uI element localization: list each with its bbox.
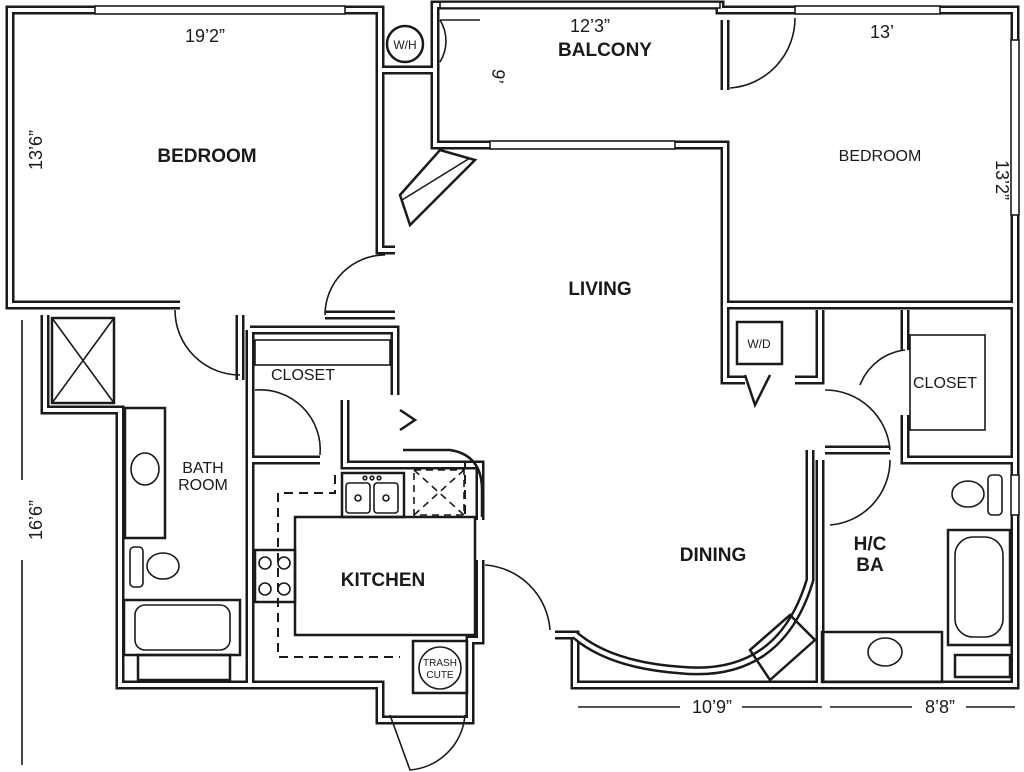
- room-label-kitchen: KITCHEN: [341, 570, 425, 591]
- kitchen-fixtures: [253, 448, 484, 695]
- closet-shelf-right: [909, 334, 986, 431]
- dim-bedroom-left-width: 19’2”: [185, 26, 225, 46]
- room-label-closet-left: CLOSET: [271, 367, 335, 384]
- bath-fixtures: [122, 406, 242, 682]
- windows: [94, 1, 1020, 516]
- water-heater-icon: [385, 24, 425, 64]
- room-label-hc-bath-line2: BA: [856, 555, 884, 576]
- room-label-bath-line1: BATH: [182, 460, 223, 477]
- washer-dryer-icon: [735, 320, 784, 366]
- water-heater-label: W/H: [393, 38, 416, 52]
- dim-bottom-bath: 8’8”: [925, 697, 955, 717]
- dim-bedroom-left-depth: 13’6”: [26, 130, 46, 170]
- doors: [174, 17, 906, 771]
- dimension-lines: [21, 320, 1015, 765]
- room-label-dining: DINING: [680, 545, 747, 566]
- room-label-bedroom-left: BEDROOM: [157, 146, 256, 167]
- trash-chute-label-line2: CUTE: [426, 670, 454, 681]
- room-label-hc-bath-line1: H/C: [854, 534, 887, 555]
- dim-balcony-depth: 9’: [487, 67, 509, 84]
- closet-shelf: [254, 339, 391, 366]
- trash-chute-label-line1: TRASH: [423, 658, 457, 669]
- angled-storage: [398, 148, 478, 228]
- room-label-bedroom-right: BEDROOM: [839, 148, 922, 165]
- walls: [10, 5, 1015, 720]
- dim-balcony-width: 12’3”: [570, 16, 610, 36]
- room-label-bath-line2: ROOM: [178, 477, 228, 494]
- dim-bedroom-right-width: 13’: [870, 22, 894, 42]
- dim-left-overall: 16’6”: [26, 500, 46, 540]
- dim-bottom-dining: 10’9”: [692, 697, 732, 717]
- hc-bath-fixtures: [820, 474, 1012, 684]
- washer-dryer-label: W/D: [747, 337, 771, 351]
- room-label-living: LIVING: [568, 279, 631, 300]
- linen-cabinet: [50, 316, 116, 405]
- angled-nook: [748, 613, 817, 682]
- dim-bedroom-right-depth: 13’2”: [992, 160, 1012, 200]
- room-label-closet-right: CLOSET: [913, 375, 977, 392]
- room-label-balcony: BALCONY: [558, 40, 652, 61]
